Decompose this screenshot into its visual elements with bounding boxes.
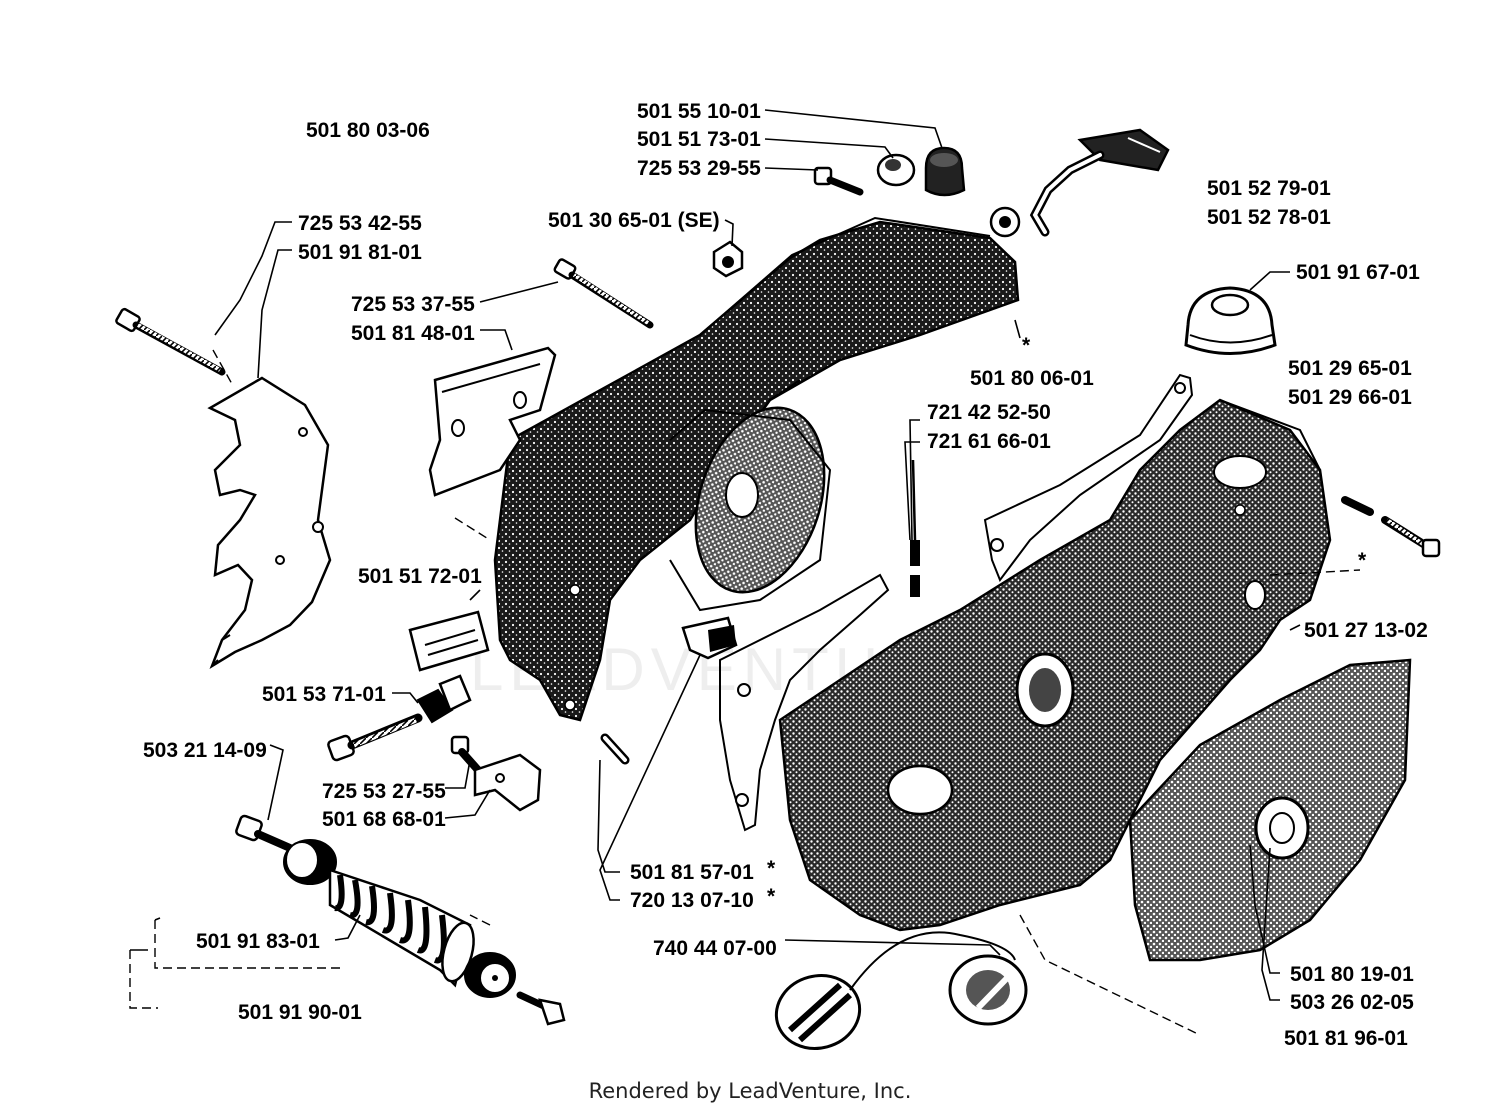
fuel-cap xyxy=(774,931,1028,1050)
label-503-26-02-05: 503 26 02-05 xyxy=(1290,991,1414,1014)
label-501-52-79-01: 501 52 79-01 xyxy=(1207,177,1331,200)
cylinder-screw xyxy=(1341,496,1441,558)
label-501-51-72-01: 501 51 72-01 xyxy=(358,565,482,588)
asterisk-marker: * xyxy=(767,885,776,908)
bracket xyxy=(473,753,542,812)
label-501-91-83-01: 501 91 83-01 xyxy=(196,930,320,953)
chain-brake-handle xyxy=(1029,128,1170,237)
small-bolt-top xyxy=(813,166,864,196)
guide-pin xyxy=(600,733,630,765)
label-501-68-68-01: 501 68 68-01 xyxy=(322,808,446,831)
asterisk-marker: * xyxy=(1022,334,1031,357)
brake-bushing xyxy=(989,206,1021,238)
label-501-80-19-01: 501 80 19-01 xyxy=(1290,963,1414,986)
chain-catcher-block xyxy=(408,610,490,672)
label-725-53-27-55: 725 53 27-55 xyxy=(322,780,446,803)
label-501-91-90-01: 501 91 90-01 xyxy=(238,1001,362,1024)
label-501-91-67-01: 501 91 67-01 xyxy=(1296,261,1420,284)
label-501-81-96-01: 501 81 96-01 xyxy=(1284,1027,1408,1050)
label-501-53-71-01: 501 53 71-01 xyxy=(262,683,386,706)
clutch-cover xyxy=(493,216,1020,722)
label-721-42-52-50: 721 42 52-50 xyxy=(927,401,1051,424)
cylinder-gasket xyxy=(983,373,1194,583)
rubber-nut xyxy=(712,240,744,278)
label-720-13-07-10: 720 13 07-10 xyxy=(630,889,754,912)
asterisk-marker: * xyxy=(1358,549,1367,572)
part-labels: 501 80 03-06 501 55 10-01 501 51 73-01 7… xyxy=(143,100,1428,1050)
chain-guide-plate xyxy=(428,346,557,497)
label-501-30-65-01-se: 501 30 65-01 (SE) xyxy=(548,209,720,232)
av-rubber-block xyxy=(283,839,337,885)
label-503-21-14-09: 503 21 14-09 xyxy=(143,739,267,762)
cover-bolt xyxy=(553,258,654,329)
av-screw-left xyxy=(235,814,294,852)
crankcase xyxy=(778,398,1332,932)
av-spring xyxy=(328,868,475,988)
impulse-nipple xyxy=(910,459,920,597)
label-501-29-65-01: 501 29 65-01 xyxy=(1288,357,1412,380)
av-screw-right xyxy=(516,991,566,1026)
label-501-81-48-01: 501 81 48-01 xyxy=(351,322,475,345)
label-725-53-29-55: 725 53 29-55 xyxy=(637,157,761,180)
label-501-81-57-01: 501 81 57-01 xyxy=(630,861,754,884)
buffer-rubber-large xyxy=(924,146,966,197)
asterisk-marker: * xyxy=(767,857,776,880)
oil-cap-large xyxy=(1184,286,1277,355)
chain-catcher xyxy=(681,616,738,660)
label-725-53-42-55: 725 53 42-55 xyxy=(298,212,422,235)
label-501-80-06-01: 501 80 06-01 xyxy=(970,367,1094,390)
label-721-61-66-01: 721 61 66-01 xyxy=(927,430,1051,453)
crankcase-gasket xyxy=(719,573,890,832)
tensioner-nut xyxy=(416,674,472,724)
label-501-91-81-01: 501 91 81-01 xyxy=(298,241,422,264)
tensioner-screw xyxy=(327,713,423,762)
buffer-rubber-small xyxy=(876,153,916,187)
footer-credit: Rendered by LeadVenture, Inc. xyxy=(589,1079,912,1103)
label-501-51-73-01: 501 51 73-01 xyxy=(637,128,761,151)
starter-cover-plate xyxy=(1128,658,1412,962)
bracket-screw xyxy=(450,735,482,774)
label-740-44-07-00: 740 44 07-00 xyxy=(653,937,777,960)
label-501-80-03-06: 501 80 03-06 xyxy=(306,119,430,142)
chain-guard-plate xyxy=(207,376,332,669)
label-501-29-66-01: 501 29 66-01 xyxy=(1288,386,1412,409)
label-725-53-37-55: 725 53 37-55 xyxy=(351,293,475,316)
leader-lines xyxy=(129,109,1361,1036)
label-501-27-13-02: 501 27 13-02 xyxy=(1304,619,1428,642)
chain-guard-screw xyxy=(115,307,226,376)
label-501-52-78-01: 501 52 78-01 xyxy=(1207,206,1331,229)
av-end-cap xyxy=(464,952,516,998)
label-501-55-10-01: 501 55 10-01 xyxy=(637,100,761,123)
